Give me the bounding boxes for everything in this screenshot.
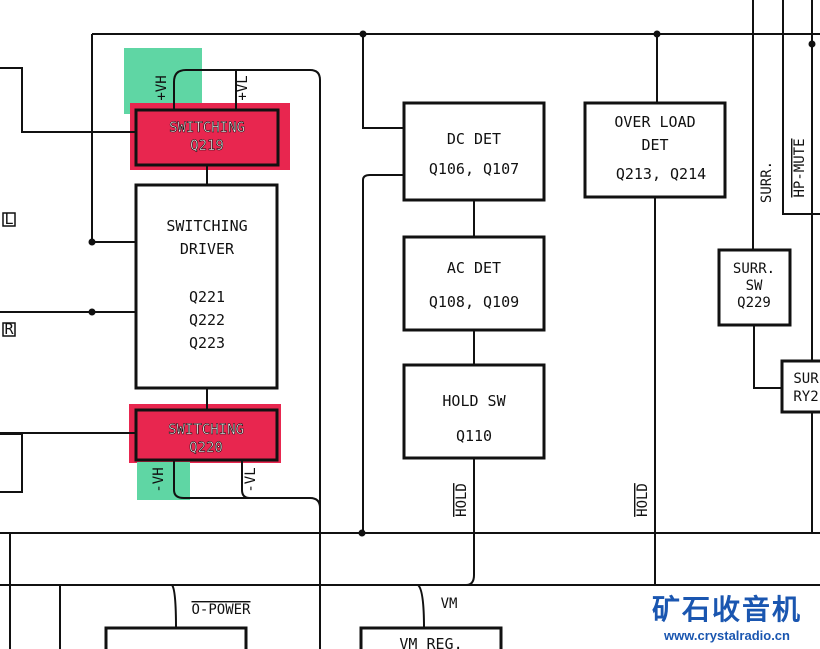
svg-text:Q220: Q220 — [189, 440, 223, 456]
svg-text:Q222: Q222 — [189, 311, 225, 329]
watermark-cn: 矿石收音机 — [652, 593, 803, 626]
block-vm-reg: VM REG. — [359, 626, 503, 649]
svg-text:L: L — [4, 210, 13, 228]
svg-text:Q106, Q107: Q106, Q107 — [429, 160, 519, 178]
svg-text:Q110: Q110 — [456, 427, 492, 445]
block-ac-det: AC DET Q108, Q109 — [402, 235, 546, 332]
block-switching-driver: SWITCHING DRIVER Q221 Q222 Q223 — [134, 183, 279, 390]
svg-text:DC DET: DC DET — [447, 130, 501, 148]
label-l: L — [2, 210, 16, 228]
svg-text:SWITCHING: SWITCHING — [166, 217, 247, 235]
block-switching-q219: SWITCHING Q219 — [134, 108, 280, 167]
label-plus-vh: +VH — [154, 75, 170, 100]
svg-text:OVER LOAD: OVER LOAD — [614, 113, 695, 131]
label-o-power: O-POWER — [191, 602, 251, 618]
svg-text:RY2: RY2 — [793, 389, 818, 405]
svg-text:Q108, Q109: Q108, Q109 — [429, 293, 519, 311]
highlight-minus-vh — [137, 462, 190, 500]
svg-text:DRIVER: DRIVER — [180, 240, 235, 258]
block-over-load-det: OVER LOAD DET Q213, Q214 — [583, 101, 727, 199]
svg-text:Q223: Q223 — [189, 334, 225, 352]
block-bottom-left — [104, 626, 248, 649]
label-plus-vl: +VL — [235, 75, 251, 100]
label-vm: VM — [441, 596, 458, 612]
svg-text:Q221: Q221 — [189, 288, 225, 306]
svg-text:R: R — [4, 320, 14, 338]
svg-text:DET: DET — [641, 136, 668, 154]
svg-text:HOLD SW: HOLD SW — [442, 392, 506, 410]
svg-text:AC DET: AC DET — [447, 259, 501, 277]
label-minus-vl: -VL — [243, 467, 259, 492]
svg-text:VM REG.: VM REG. — [399, 635, 462, 649]
svg-text:SUR: SUR — [793, 371, 819, 387]
svg-text:Q213, Q214: Q213, Q214 — [616, 165, 706, 183]
svg-text:SWITCHING: SWITCHING — [168, 422, 244, 438]
label-surr: SURR. — [759, 161, 775, 203]
label-hold-1: HOLD — [454, 483, 470, 517]
block-dc-det: DC DET Q106, Q107 — [402, 101, 546, 202]
svg-text:SW: SW — [746, 278, 763, 294]
label-hold-2: HOLD — [635, 483, 651, 517]
svg-text:Q229: Q229 — [737, 295, 771, 311]
svg-text:SURR.: SURR. — [733, 261, 775, 277]
block-hold-sw: HOLD SW Q110 — [402, 363, 546, 460]
watermark: 矿石收音机 www.crystalradio.cn — [652, 588, 802, 643]
label-hp-mute: HP-MUTE — [792, 138, 808, 197]
block-surr-ry: SUR RY2 — [780, 359, 820, 414]
svg-text:Q219: Q219 — [190, 138, 224, 154]
block-switching-q220: SWITCHING Q220 — [134, 408, 279, 462]
block-surr-sw: SURR. SW Q229 — [717, 248, 792, 327]
label-r: R — [2, 320, 16, 338]
watermark-url: www.crystalradio.cn — [664, 628, 790, 643]
svg-text:SWITCHING: SWITCHING — [169, 120, 245, 136]
label-minus-vh: -VH — [151, 467, 167, 492]
junction-dots — [88, 30, 816, 537]
